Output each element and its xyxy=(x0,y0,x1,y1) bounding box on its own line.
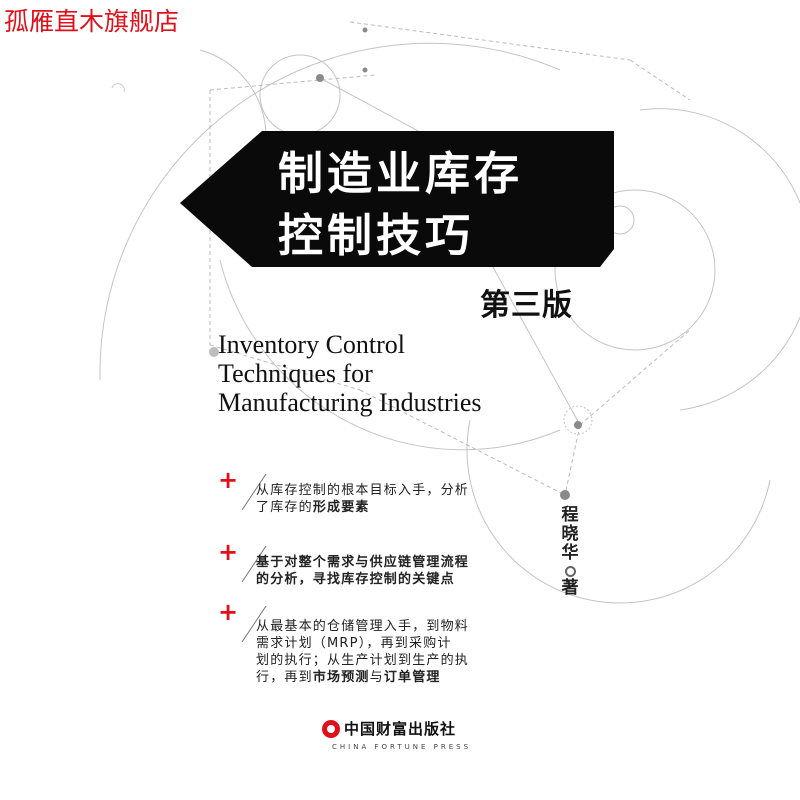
author-role: 著 xyxy=(561,578,579,598)
bullet-text-emphasis: 基于对整个需求与供应链管理流程 xyxy=(256,555,470,570)
bullet-text-line: 从库存控制的根本目标入手，分析 xyxy=(256,483,470,498)
author-credit: 程 晓 华 著 xyxy=(558,506,582,598)
bullet-point-1: + 从库存控制的根本目标入手，分析 了库存的形成要素 xyxy=(218,468,558,548)
slash-divider-icon xyxy=(241,473,267,511)
title-banner-shape xyxy=(180,131,614,267)
publisher-name-en: CHINA FORTUNE PRESS xyxy=(332,743,472,751)
bullet-text-line: 需求计划（MRP），再到采购计 xyxy=(256,636,452,651)
slash-divider-icon xyxy=(241,605,267,643)
author-name-char: 晓 xyxy=(561,524,579,544)
circle-separator-icon xyxy=(564,566,576,577)
plus-icon: + xyxy=(218,538,239,566)
bullet-text-line: 与 xyxy=(369,670,384,685)
bullet-text-emphasis: 市场预测 xyxy=(312,670,370,685)
publisher-name-cn: 中国财富出版社 xyxy=(344,720,457,738)
bullet-text-emphasis: 的分析，寻找库存控制的关键点 xyxy=(256,572,455,587)
edition-label: 第三版 xyxy=(480,288,573,323)
bullet-text-emphasis: 形成要素 xyxy=(312,500,370,515)
publisher-emblem-icon xyxy=(322,720,340,738)
english-title-line: Techniques for xyxy=(218,359,373,388)
bullet-point-2: + 基于对整个需求与供应链管理流程 的分析，寻找库存控制的关键点 xyxy=(218,540,558,620)
slash-divider-icon xyxy=(241,545,267,583)
publisher-logo: 中国财富出版社 CHINA FORTUNE PRESS xyxy=(322,718,502,758)
bullet-text-line: 行，再到 xyxy=(256,670,313,685)
bullet-text-line: 划的执行；从生产计划到生产的执 xyxy=(256,653,470,668)
title-banner: 制造业库存 控制技巧 xyxy=(180,131,614,267)
bullet-text-emphasis: 订单管理 xyxy=(383,670,441,685)
bullet-text-line: 了库存的 xyxy=(256,500,313,515)
plus-icon: + xyxy=(218,598,239,626)
english-title: Inventory Control Techniques for Manufac… xyxy=(218,330,482,417)
bullet-point-3: + 从最基本的仓储管理入手，到物料 需求计划（MRP），再到采购计 划的执行；从… xyxy=(218,600,558,690)
title-line-2: 控制技巧 xyxy=(278,209,475,262)
bullet-text-line: 从最基本的仓储管理入手，到物料 xyxy=(256,619,470,634)
title-line-1: 制造业库存 xyxy=(278,147,524,200)
bullet-text: 从库存控制的根本目标入手，分析 了库存的形成要素 xyxy=(256,482,469,516)
plus-icon: + xyxy=(218,466,239,494)
english-title-line: Manufacturing Industries xyxy=(218,388,482,417)
english-title-line: Inventory Control xyxy=(218,330,406,359)
bullet-text: 基于对整个需求与供应链管理流程 的分析，寻找库存控制的关键点 xyxy=(256,554,469,588)
bullet-text: 从最基本的仓储管理入手，到物料 需求计划（MRP），再到采购计 划的执行；从生产… xyxy=(256,618,469,686)
author-name-char: 华 xyxy=(561,543,579,563)
store-name: 孤雁直木旗舰店 xyxy=(4,7,180,36)
author-name-char: 程 xyxy=(561,505,579,525)
